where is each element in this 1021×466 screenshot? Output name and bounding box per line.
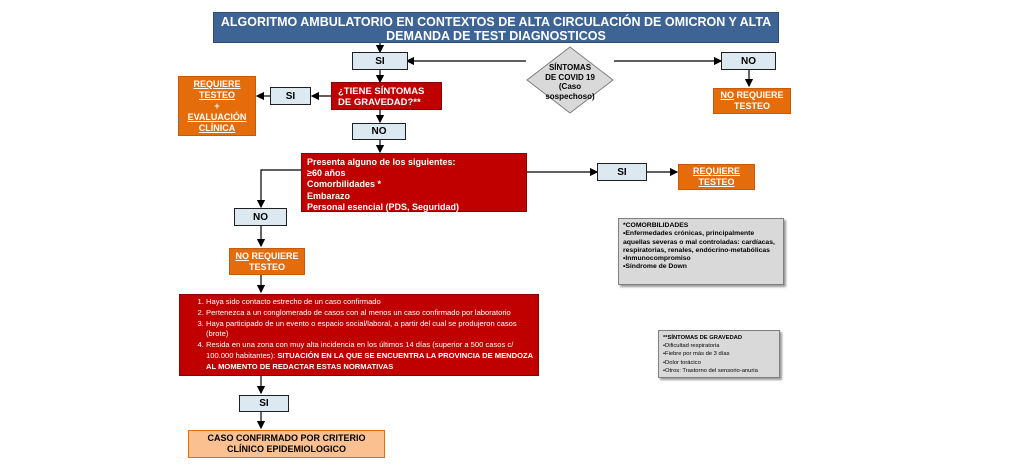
no-box-symptoms: NO bbox=[721, 52, 776, 70]
no-box-severity: NO bbox=[352, 123, 406, 140]
criteria-item: Resida en una zona con muy alta incidenc… bbox=[206, 340, 534, 372]
page-title: ALGORITMO AMBULATORIO EN CONTEXTOS DE AL… bbox=[213, 12, 779, 43]
testing-and-evaluation-box: REQUIERE TESTEO + EVALUACIÓN CLÍNICA bbox=[178, 76, 256, 136]
risk-factor-item: Personal esencial (PDS, Seguridad) bbox=[307, 201, 460, 212]
criteria-item: Pertenezca a un conglomerado de casos co… bbox=[206, 308, 534, 319]
criteria-item: Haya sido contacto estrecho de un caso c… bbox=[206, 297, 534, 308]
severity-question-box: ¿TIENE SÍNTOMAS DE GRAVEDAD?** bbox=[331, 82, 442, 110]
risk-factor-item: ≥60 años bbox=[307, 168, 346, 179]
epidemiological-criteria-box: Haya sido contacto estrecho de un caso c… bbox=[179, 294, 539, 376]
risk-factors-box: Presenta alguno de los siguientes: ≥60 a… bbox=[301, 153, 527, 212]
no-testing-required-box-mid: NO REQUIERE TESTEO bbox=[229, 248, 305, 275]
yes-box-severity: SI bbox=[270, 87, 311, 105]
yes-box-criteria: SI bbox=[239, 395, 289, 412]
yes-box-risk-factors: SI bbox=[597, 163, 647, 181]
risk-factor-item: Embarazo bbox=[307, 190, 351, 201]
yes-box-symptoms: SI bbox=[352, 52, 408, 70]
symptoms-decision-diamond bbox=[526, 46, 614, 114]
no-box-risk-factors: NO bbox=[234, 208, 287, 226]
risk-factor-item: Comorbilidades * bbox=[307, 179, 382, 190]
severity-symptoms-note: **SÍNTOMAS DE GRAVEDAD •Dificultad respi… bbox=[658, 330, 780, 378]
criteria-item: Haya participado de un evento o espacio … bbox=[206, 319, 534, 341]
confirmed-case-box: CASO CONFIRMADO POR CRITERIO CLÍNICO EPI… bbox=[188, 430, 385, 458]
symptoms-decision-text: SÍNTOMAS DE COVID 19 (Caso sospechoso) bbox=[545, 63, 595, 101]
comorbidities-note: *COMORBILIDADES •Enfermedades crónicas, … bbox=[618, 218, 784, 285]
no-testing-required-box: NO REQUIERE TESTEO bbox=[713, 88, 791, 114]
testing-required-box: REQUIERE TESTEO bbox=[678, 164, 755, 190]
